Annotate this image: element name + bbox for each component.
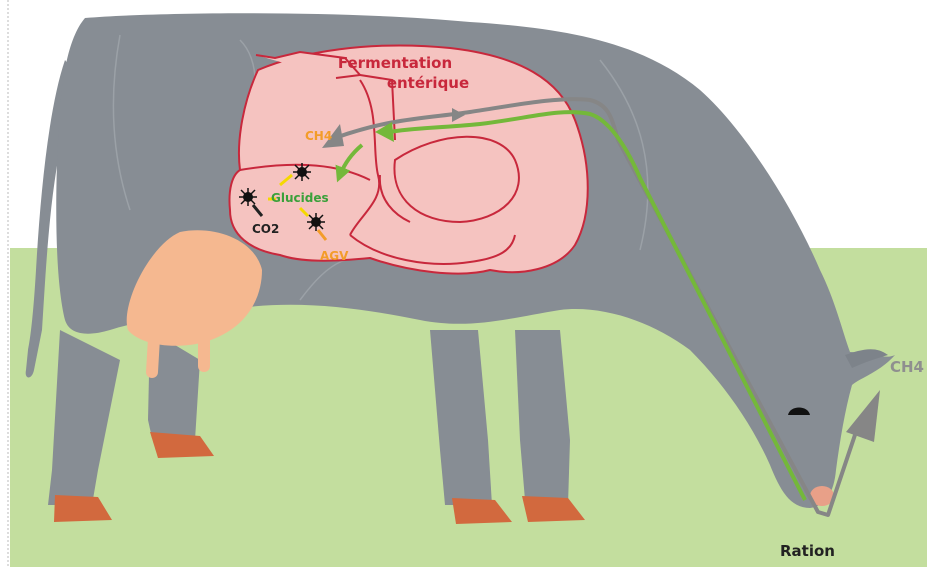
teat — [198, 340, 210, 372]
fermentation-label: Fermentation — [338, 54, 452, 72]
glucides-label: Glucides — [271, 191, 329, 205]
ch4-inside-label: CH4 — [305, 129, 332, 143]
co2-label: CO2 — [252, 222, 279, 236]
microbe-icon — [293, 163, 311, 181]
agv-label: AGV — [320, 249, 349, 263]
teat — [146, 338, 160, 378]
front-right-leg — [515, 330, 570, 505]
ch4-outside-label: CH4 — [890, 358, 924, 376]
enterique-label: entérique — [387, 74, 469, 92]
microbe-icon — [239, 188, 257, 206]
ration-label: Ration — [780, 542, 835, 560]
omasum — [394, 137, 518, 222]
microbe-icon — [307, 213, 325, 231]
